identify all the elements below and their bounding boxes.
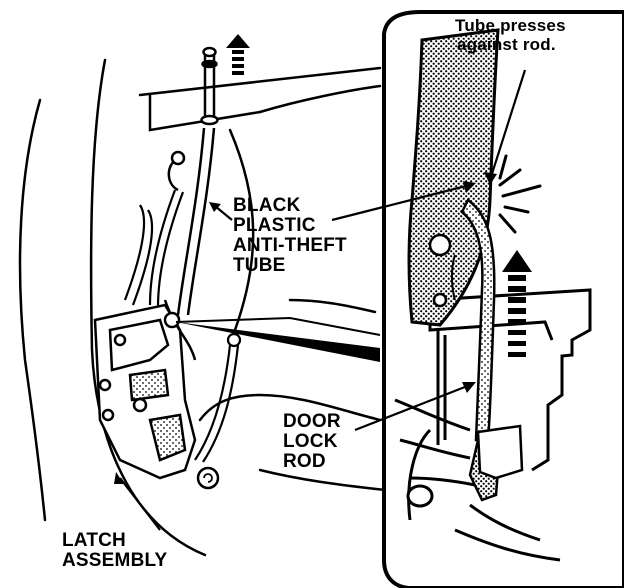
door-lock-rod-detail [460, 198, 524, 502]
up-arrow-icon [226, 34, 250, 75]
press-burst-icon [498, 154, 542, 234]
latch-assembly-line-2: ASSEMBLY [62, 550, 168, 571]
latch-assembly-label: LATCH ASSEMBLY [62, 531, 167, 571]
black-tube-label: BLACK PLASTIC ANTI-THEFT TUBE [233, 196, 347, 276]
latch-assembly [93, 299, 220, 490]
latch-cables [123, 189, 242, 463]
leader-arrowheads [114, 172, 497, 484]
door-lock-rod-label: DOOR LOCK ROD [283, 412, 341, 472]
tube-note-line-2: against rod. [457, 35, 556, 54]
tube-note-label: Tube presses against rod. [455, 16, 566, 54]
door-lock-rod-line-2: LOCK [283, 431, 338, 452]
tube-note-line-1: Tube presses [455, 16, 566, 35]
zoom-connector [176, 322, 380, 362]
latch-assembly-line-1: LATCH [62, 530, 126, 551]
black-tube-line-2: PLASTIC [233, 215, 316, 236]
anti-theft-tube-detail [407, 28, 500, 327]
black-tube-line-4: TUBE [233, 255, 286, 276]
upper-lock-rod [200, 46, 219, 126]
up-arrow-detail-icon [502, 250, 532, 357]
door-lock-rod-line-3: ROD [283, 451, 326, 472]
door-lock-rod-line-1: DOOR [283, 411, 341, 432]
leader-lines [119, 69, 527, 531]
black-tube-line-3: ANTI-THEFT [233, 235, 347, 256]
black-tube-line-1: BLACK [233, 195, 301, 216]
anti-theft-tube [167, 127, 216, 316]
